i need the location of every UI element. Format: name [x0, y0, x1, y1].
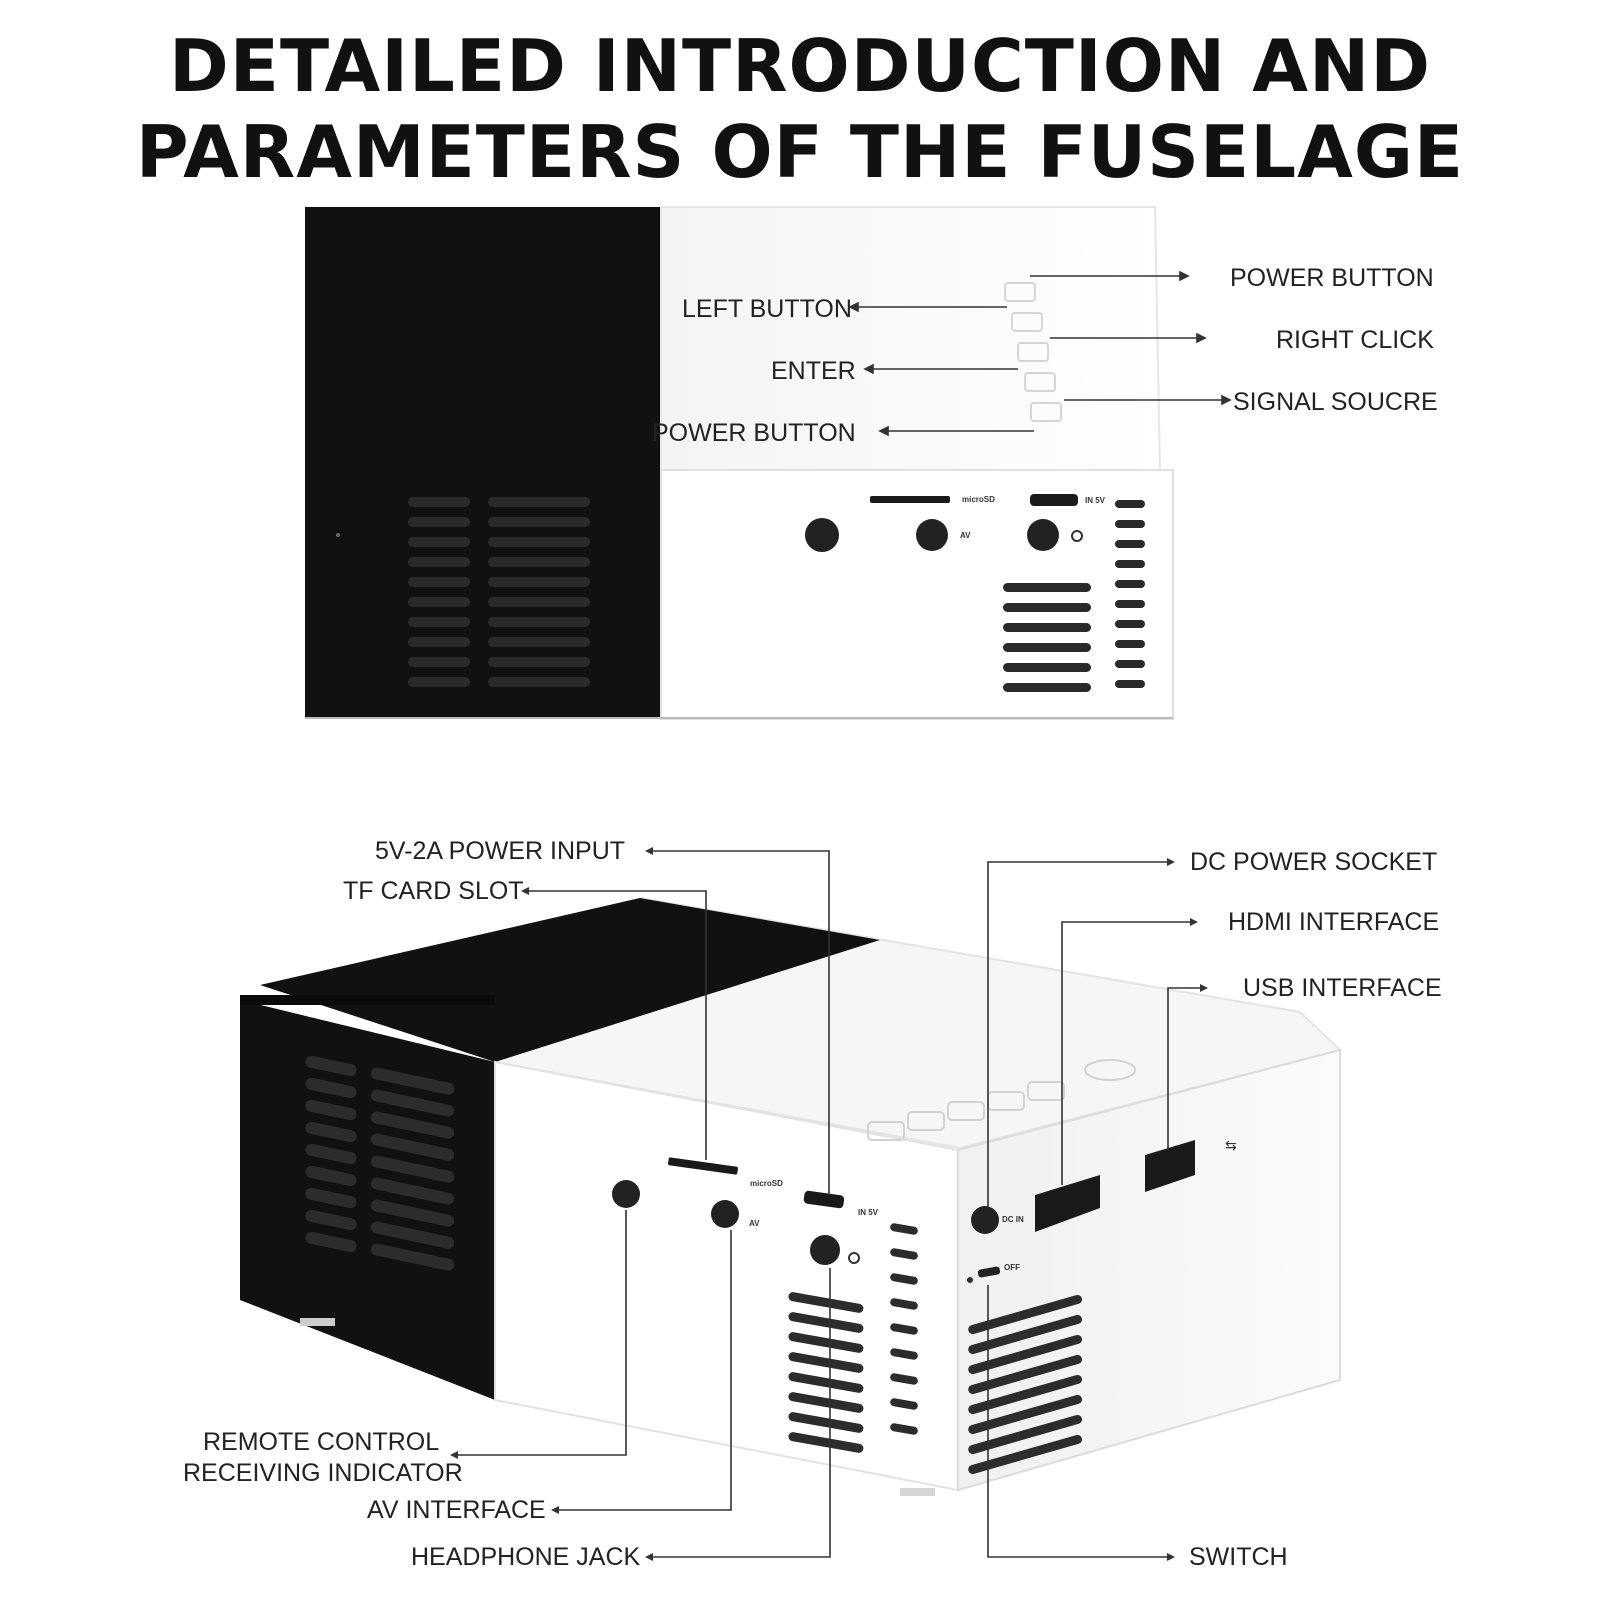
top-ir-receiver [805, 518, 839, 552]
top-av-jack [916, 519, 948, 551]
top-white-vents [1003, 500, 1145, 692]
top-key-1 [1004, 282, 1036, 302]
top-callout-lines [848, 270, 1232, 437]
bottom-side-vents [968, 1294, 1083, 1475]
bottom-key-2 [907, 1111, 945, 1131]
bottom-av-text: AV [749, 1219, 760, 1228]
top-projector: microSD IN 5V AV [305, 206, 1174, 720]
bottom-tf-slot [668, 1157, 738, 1175]
top-in5v-text: IN 5V [1085, 496, 1106, 505]
top-microsd-text: microSD [962, 495, 995, 504]
label-usb-interface: USB INTERFACE [1243, 974, 1442, 1002]
label-right-click: RIGHT CLICK [1276, 326, 1434, 354]
bottom-ir-receiver [612, 1180, 640, 1208]
label-power-input: 5V-2A POWER INPUT [375, 837, 626, 865]
label-remote-line-2: RECEIVING INDICATOR [183, 1459, 463, 1487]
bottom-dcin-text: DC IN [1002, 1215, 1024, 1224]
label-av-interface: AV INTERFACE [367, 1496, 546, 1524]
bottom-key-1 [867, 1121, 905, 1141]
bottom-top-buttons [867, 1059, 1136, 1141]
bottom-micro-usb [803, 1190, 845, 1209]
top-tf-slot [870, 496, 950, 503]
top-micro-usb [1030, 494, 1078, 506]
label-headphone-jack: HEADPHONE JACK [411, 1543, 641, 1571]
label-left-button: LEFT BUTTON [682, 295, 852, 323]
bottom-usb-icon: ⇆ [1225, 1138, 1237, 1154]
bottom-device-top-black [260, 898, 880, 1062]
bottom-key-5 [1027, 1081, 1065, 1101]
label-power-button-left: POWER BUTTON [652, 419, 856, 447]
bottom-lens-bump [1084, 1059, 1136, 1081]
label-switch: SWITCH [1189, 1543, 1288, 1571]
bottom-device-side-white [957, 1048, 1341, 1492]
label-tf-card-slot: TF CARD SLOT [343, 877, 524, 905]
label-power-button-right: POWER BUTTON [1230, 264, 1434, 292]
top-device-black-body [305, 207, 661, 719]
bottom-in5v-text: IN 5V [858, 1208, 879, 1217]
label-signal-source: SIGNAL SOUCRE [1233, 388, 1438, 416]
bottom-usb-port [1145, 1140, 1195, 1192]
top-headphone-icon [1071, 530, 1083, 542]
top-button-row [1004, 282, 1062, 422]
bottom-switch [977, 1266, 1001, 1278]
top-key-5 [1030, 402, 1062, 422]
bottom-key-3 [947, 1101, 985, 1121]
top-key-2 [1011, 312, 1043, 332]
bottom-callout-lines [455, 850, 1203, 1558]
bottom-headphone-icon [848, 1252, 860, 1264]
label-hdmi-interface: HDMI INTERFACE [1228, 908, 1440, 936]
bottom-device-front-black [240, 1000, 495, 1400]
bottom-callout-arrows [450, 847, 1208, 1561]
bottom-black-vents [305, 1055, 455, 1271]
page-title-line-2: PARAMETERS OF THE FUSELAGE [135, 110, 1465, 194]
label-enter: ENTER [771, 357, 856, 385]
bottom-off-text: OFF [1004, 1263, 1020, 1272]
bottom-microsd-text: microSD [750, 1179, 783, 1188]
top-key-4 [1024, 372, 1056, 392]
label-remote-line-1: REMOTE CONTROL [203, 1428, 440, 1456]
top-black-vents [408, 497, 590, 687]
label-dc-power-socket: DC POWER SOCKET [1190, 848, 1438, 876]
top-headphone-jack [1027, 519, 1059, 551]
bottom-headphone-jack [810, 1235, 840, 1265]
top-av-text: AV [960, 531, 971, 540]
bottom-front-vents [788, 1223, 918, 1453]
page-title-line-1: DETAILED INTRODUCTION AND [169, 24, 1431, 108]
bottom-hdmi-port [1035, 1175, 1100, 1232]
top-key-3 [1017, 342, 1049, 362]
bottom-av-jack [711, 1200, 739, 1228]
top-device-white-front [660, 469, 1174, 720]
bottom-dc-socket [971, 1206, 999, 1234]
